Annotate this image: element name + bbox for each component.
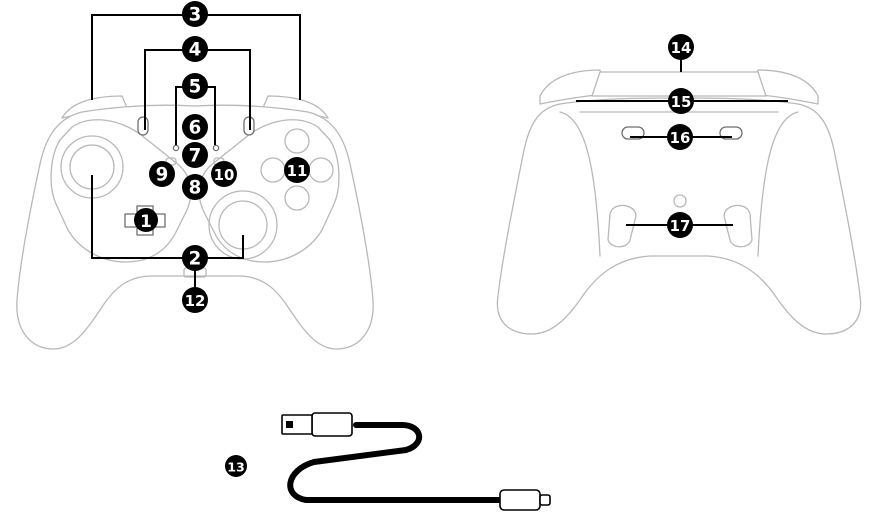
callout-number: 11 (287, 162, 308, 180)
callout-number: 7 (189, 146, 202, 167)
usb-a-tongue (286, 421, 293, 428)
callout-circle (182, 142, 208, 168)
usb-cable (281, 412, 551, 511)
usb-a-plug-body (311, 412, 353, 437)
callout-circle (182, 287, 208, 313)
cable-wire (287, 422, 503, 503)
face-button-top (284, 128, 310, 154)
callout-circle (284, 157, 310, 183)
back-inner-left (559, 111, 601, 257)
paddle-left (607, 204, 637, 248)
back-top-bar (591, 71, 767, 97)
callout-12: 12 (182, 287, 208, 313)
callout-circle (668, 34, 694, 60)
callout-10: 10 (211, 161, 237, 187)
callout-16: 16 (667, 124, 693, 150)
usb-c-connector (539, 494, 551, 506)
callout-number: 12 (185, 292, 206, 310)
usb-c-plug-body (499, 489, 541, 511)
indicator-left (172, 144, 180, 152)
profile-button-left (137, 116, 149, 136)
callout-number: 13 (227, 460, 245, 475)
callout-number: 16 (670, 129, 691, 147)
callout-8: 8 (182, 174, 208, 200)
callout-number: 6 (189, 118, 202, 139)
callout-circle (149, 161, 175, 187)
callout-number: 17 (670, 217, 691, 235)
callout-circle (211, 161, 237, 187)
callout-11: 11 (284, 157, 310, 183)
callout-circle (182, 114, 208, 140)
callout-circle (668, 88, 694, 114)
callout-number: 15 (671, 93, 692, 111)
callout-circle (182, 245, 208, 271)
callout-1: 1 (134, 208, 158, 232)
callout-circle (225, 455, 247, 477)
face-button-bottom (284, 185, 310, 211)
paddle-right (723, 204, 753, 248)
callout-circle (667, 124, 693, 150)
callout-5: 5 (182, 73, 208, 99)
callout-number: 1 (140, 211, 152, 231)
center-hole (673, 194, 687, 208)
callout-17: 17 (667, 212, 693, 238)
usb-a-connector (281, 414, 313, 435)
indicator-right (212, 144, 220, 152)
callout-circle (182, 1, 208, 27)
callout-number: 9 (156, 165, 169, 186)
callout-7: 7 (182, 142, 208, 168)
leader-line (91, 175, 244, 259)
callout-number: 3 (189, 5, 202, 26)
callout-number: 10 (214, 166, 235, 184)
callout-circle (182, 174, 208, 200)
callout-9: 9 (149, 161, 175, 187)
callout-3: 3 (182, 1, 208, 27)
callout-number: 14 (671, 39, 692, 57)
callout-2: 2 (182, 245, 208, 271)
callout-6: 6 (182, 114, 208, 140)
callout-number: 5 (189, 77, 202, 98)
back-inner-right (757, 111, 799, 257)
left-module (50, 119, 192, 263)
callout-14: 14 (668, 34, 694, 60)
callout-circle (134, 208, 158, 232)
callout-number: 2 (189, 249, 202, 270)
callout-circle (667, 212, 693, 238)
callout-15: 15 (668, 88, 694, 114)
callout-number: 4 (189, 40, 202, 61)
callout-13: 13 (225, 455, 247, 477)
callout-circle (182, 73, 208, 99)
callout-4: 4 (182, 36, 208, 62)
callout-number: 8 (189, 178, 202, 199)
callout-circle (182, 36, 208, 62)
